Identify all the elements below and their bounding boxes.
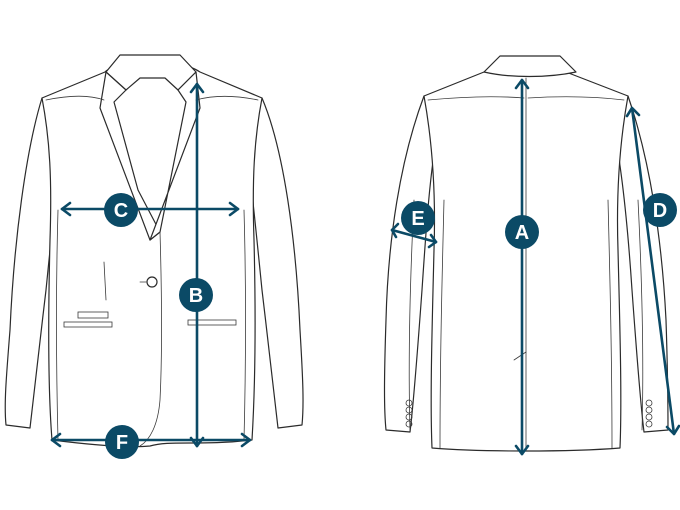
jacket-back-illustration: [383, 55, 669, 452]
measurement-lines: [50, 78, 680, 456]
right-cuff-buttons: [645, 399, 653, 428]
front-body: [41, 60, 263, 448]
badge-label-C: C: [114, 200, 128, 222]
badge-label-B: B: [189, 285, 203, 307]
measure-line-D: [630, 106, 676, 436]
badge-label-F: F: [116, 432, 128, 454]
front-button: [146, 276, 158, 288]
left-hip-pocket: [77, 311, 109, 319]
front-shoulder-seam: [45, 95, 105, 101]
badge-label-D: D: [653, 200, 667, 222]
jacket-front-illustration: [4, 54, 304, 448]
back-vent: [513, 351, 527, 361]
back-collar: [483, 55, 577, 78]
badge-E: E: [401, 201, 435, 235]
badge-F: F: [105, 425, 139, 459]
front-right-sleeve: [243, 97, 304, 429]
badge-D: D: [643, 193, 677, 227]
chest-pocket: [103, 261, 107, 301]
right-hip-pocket: [187, 319, 237, 326]
left-cuff-buttons: [405, 399, 413, 428]
front-opening: [139, 231, 162, 447]
measure-line-E: [390, 228, 438, 244]
badge-C: C: [104, 193, 138, 227]
badge-label-E: E: [411, 208, 424, 230]
badge-label-A: A: [515, 222, 529, 244]
badge-A: A: [505, 215, 539, 249]
badge-B: B: [179, 278, 213, 312]
front-left-lapel: [99, 71, 161, 241]
